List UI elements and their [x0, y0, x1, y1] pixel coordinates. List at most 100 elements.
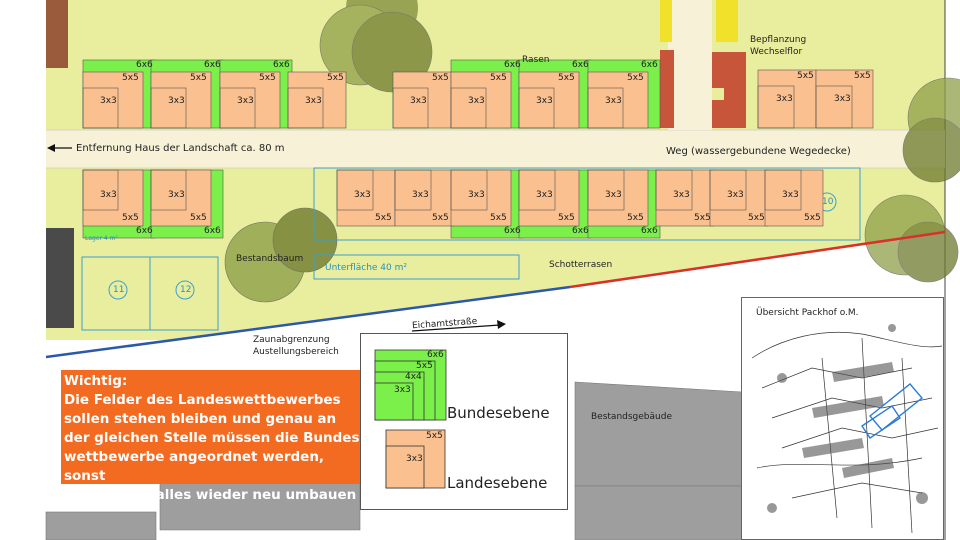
distance-label: Entfernung Haus der Landschaft ca. 80 m	[76, 143, 285, 154]
plot-size-label: 3x3	[410, 96, 427, 106]
plot-size-label: 3x3	[605, 96, 622, 106]
plot-size-label: 3x3	[727, 190, 744, 200]
plot-size-label: 6x6	[136, 60, 153, 70]
existing-buildings	[45, 381, 743, 540]
zone-number-11: 11	[113, 285, 125, 295]
plot-size-label: 5x5	[797, 71, 814, 81]
plot-size-label: 5x5	[327, 73, 344, 83]
storage-label: Lager 4 m²	[85, 235, 118, 242]
plot-size-label: 5x5	[375, 213, 392, 223]
plot-size-label: 3x3	[782, 190, 799, 200]
plot-size-label: 5x5	[627, 73, 644, 83]
legend-federal-label: Bundesebene	[447, 404, 550, 422]
left-brick	[46, 0, 68, 68]
overview-title: Übersicht Packhof o.M.	[756, 308, 859, 318]
path-label: Weg (wassergebundene Wegedecke)	[666, 146, 851, 157]
plot-size-label: 5x5	[627, 213, 644, 223]
zone-number-12: 12	[180, 285, 192, 295]
plot-size-label: 3x3	[468, 96, 485, 106]
plot-size-label: 6x6	[572, 226, 589, 236]
legend-box: 6x6 5x5 4x4 3x3 5x5 3x3 Bundesebene Land…	[360, 333, 568, 510]
plot-size-label: 3x3	[305, 96, 322, 106]
left-dark-wall	[46, 228, 74, 328]
plot-size-label: 5x5	[122, 213, 139, 223]
brick-bed-right	[712, 52, 746, 128]
path-band	[46, 130, 945, 168]
planting-label-1: Bepflanzung	[750, 35, 807, 45]
legend-size-3x3-state: 3x3	[406, 454, 423, 464]
yellow-bed-left	[660, 0, 672, 42]
warning-line: Die Felder des Landeswettbewerbes	[64, 392, 341, 408]
overview-map-inset: Übersicht Packhof o.M.	[741, 297, 944, 540]
fence-label-1: Zaunabgrenzung	[253, 335, 330, 345]
street-arrow-icon	[411, 320, 506, 332]
tree-label: Bestandsbaum	[236, 254, 304, 264]
plot-size-label: 5x5	[190, 213, 207, 223]
plot-size-label: 5x5	[558, 73, 575, 83]
plots-top-row	[82, 59, 874, 129]
plot-size-label: 5x5	[432, 73, 449, 83]
legend-state-label: Landesebene	[447, 474, 548, 492]
vertical-path	[668, 0, 712, 130]
plot-size-label: 6x6	[641, 226, 658, 236]
plot-size-label: 3x3	[776, 94, 793, 104]
warning-line: sollen stehen bleiben und genau an	[64, 411, 337, 427]
legend-size-6x6: 6x6	[427, 350, 444, 360]
plot-size-label: 3x3	[412, 190, 429, 200]
plot-size-label: 5x5	[558, 213, 575, 223]
plot-size-label: 5x5	[804, 213, 821, 223]
plot-size-label: 3x3	[354, 190, 371, 200]
zone-number-10: 10	[822, 197, 834, 207]
plot-size-label: 5x5	[854, 71, 871, 81]
warning-note: Wichtig: Die Felder des Landeswettbewerb…	[61, 370, 370, 503]
plot-size-label: 3x3	[237, 96, 254, 106]
plot-size-label: 3x3	[834, 94, 851, 104]
warning-line: müssen wir alles wieder neu umbauen	[64, 487, 357, 503]
legend-graphic	[374, 349, 447, 489]
plot-size-label: 5x5	[694, 213, 711, 223]
legend-size-4x4: 4x4	[405, 372, 422, 382]
plot-size-label: 3x3	[536, 190, 553, 200]
legend-size-3x3: 3x3	[394, 385, 411, 395]
plot-size-label: 6x6	[572, 60, 589, 70]
tree-bestandsbaum	[224, 207, 338, 303]
brick-bed-left	[660, 50, 674, 128]
blue-outline-zones	[81, 167, 861, 331]
plot-size-label: 3x3	[605, 190, 622, 200]
gravel-label: Schotterrasen	[549, 260, 613, 270]
plot-size-label: 5x5	[259, 73, 276, 83]
plot-size-label: 6x6	[641, 60, 658, 70]
plot-size-label: 3x3	[168, 190, 185, 200]
rasen-label: Rasen	[522, 55, 550, 65]
warning-line: der gleichen Stelle müssen die Bundes-	[64, 430, 366, 446]
plot-size-label: 5x5	[748, 213, 765, 223]
plot-size-label: 3x3	[673, 190, 690, 200]
plot-size-label: 6x6	[204, 226, 221, 236]
plot-size-label: 6x6	[504, 226, 521, 236]
plot-size-label: 3x3	[168, 96, 185, 106]
legend-size-5x5: 5x5	[416, 361, 433, 371]
plot-size-label: 3x3	[468, 190, 485, 200]
plot-size-label: 5x5	[490, 213, 507, 223]
plot-size-label: 3x3	[536, 96, 553, 106]
warning-line: Wichtig:	[64, 373, 128, 389]
blue-boundary-line	[45, 285, 571, 359]
plot-size-label: 6x6	[136, 226, 153, 236]
tree-top-center	[319, 0, 433, 93]
building-label: Bestandsgebäude	[591, 412, 672, 422]
plot-size-label: 6x6	[273, 60, 290, 70]
plots-bottom-row	[82, 169, 824, 239]
legend-size-5x5-state: 5x5	[426, 431, 443, 441]
arrow-left-icon	[47, 144, 72, 152]
plot-size-label: 3x3	[100, 190, 117, 200]
underfloor-label: Unterfläche 40 m²	[325, 263, 407, 273]
plot-size-label: 6x6	[504, 60, 521, 70]
plot-size-label: 3x3	[100, 96, 117, 106]
plot-size-label: 6x6	[204, 60, 221, 70]
plot-size-label: 5x5	[190, 73, 207, 83]
left-edge-dark	[0, 0, 46, 540]
warning-line: wettbewerbe angeordnet werden, sonst	[64, 449, 325, 484]
overview-sketch	[751, 324, 943, 534]
planting-label-2: Wechselflor	[750, 47, 803, 57]
